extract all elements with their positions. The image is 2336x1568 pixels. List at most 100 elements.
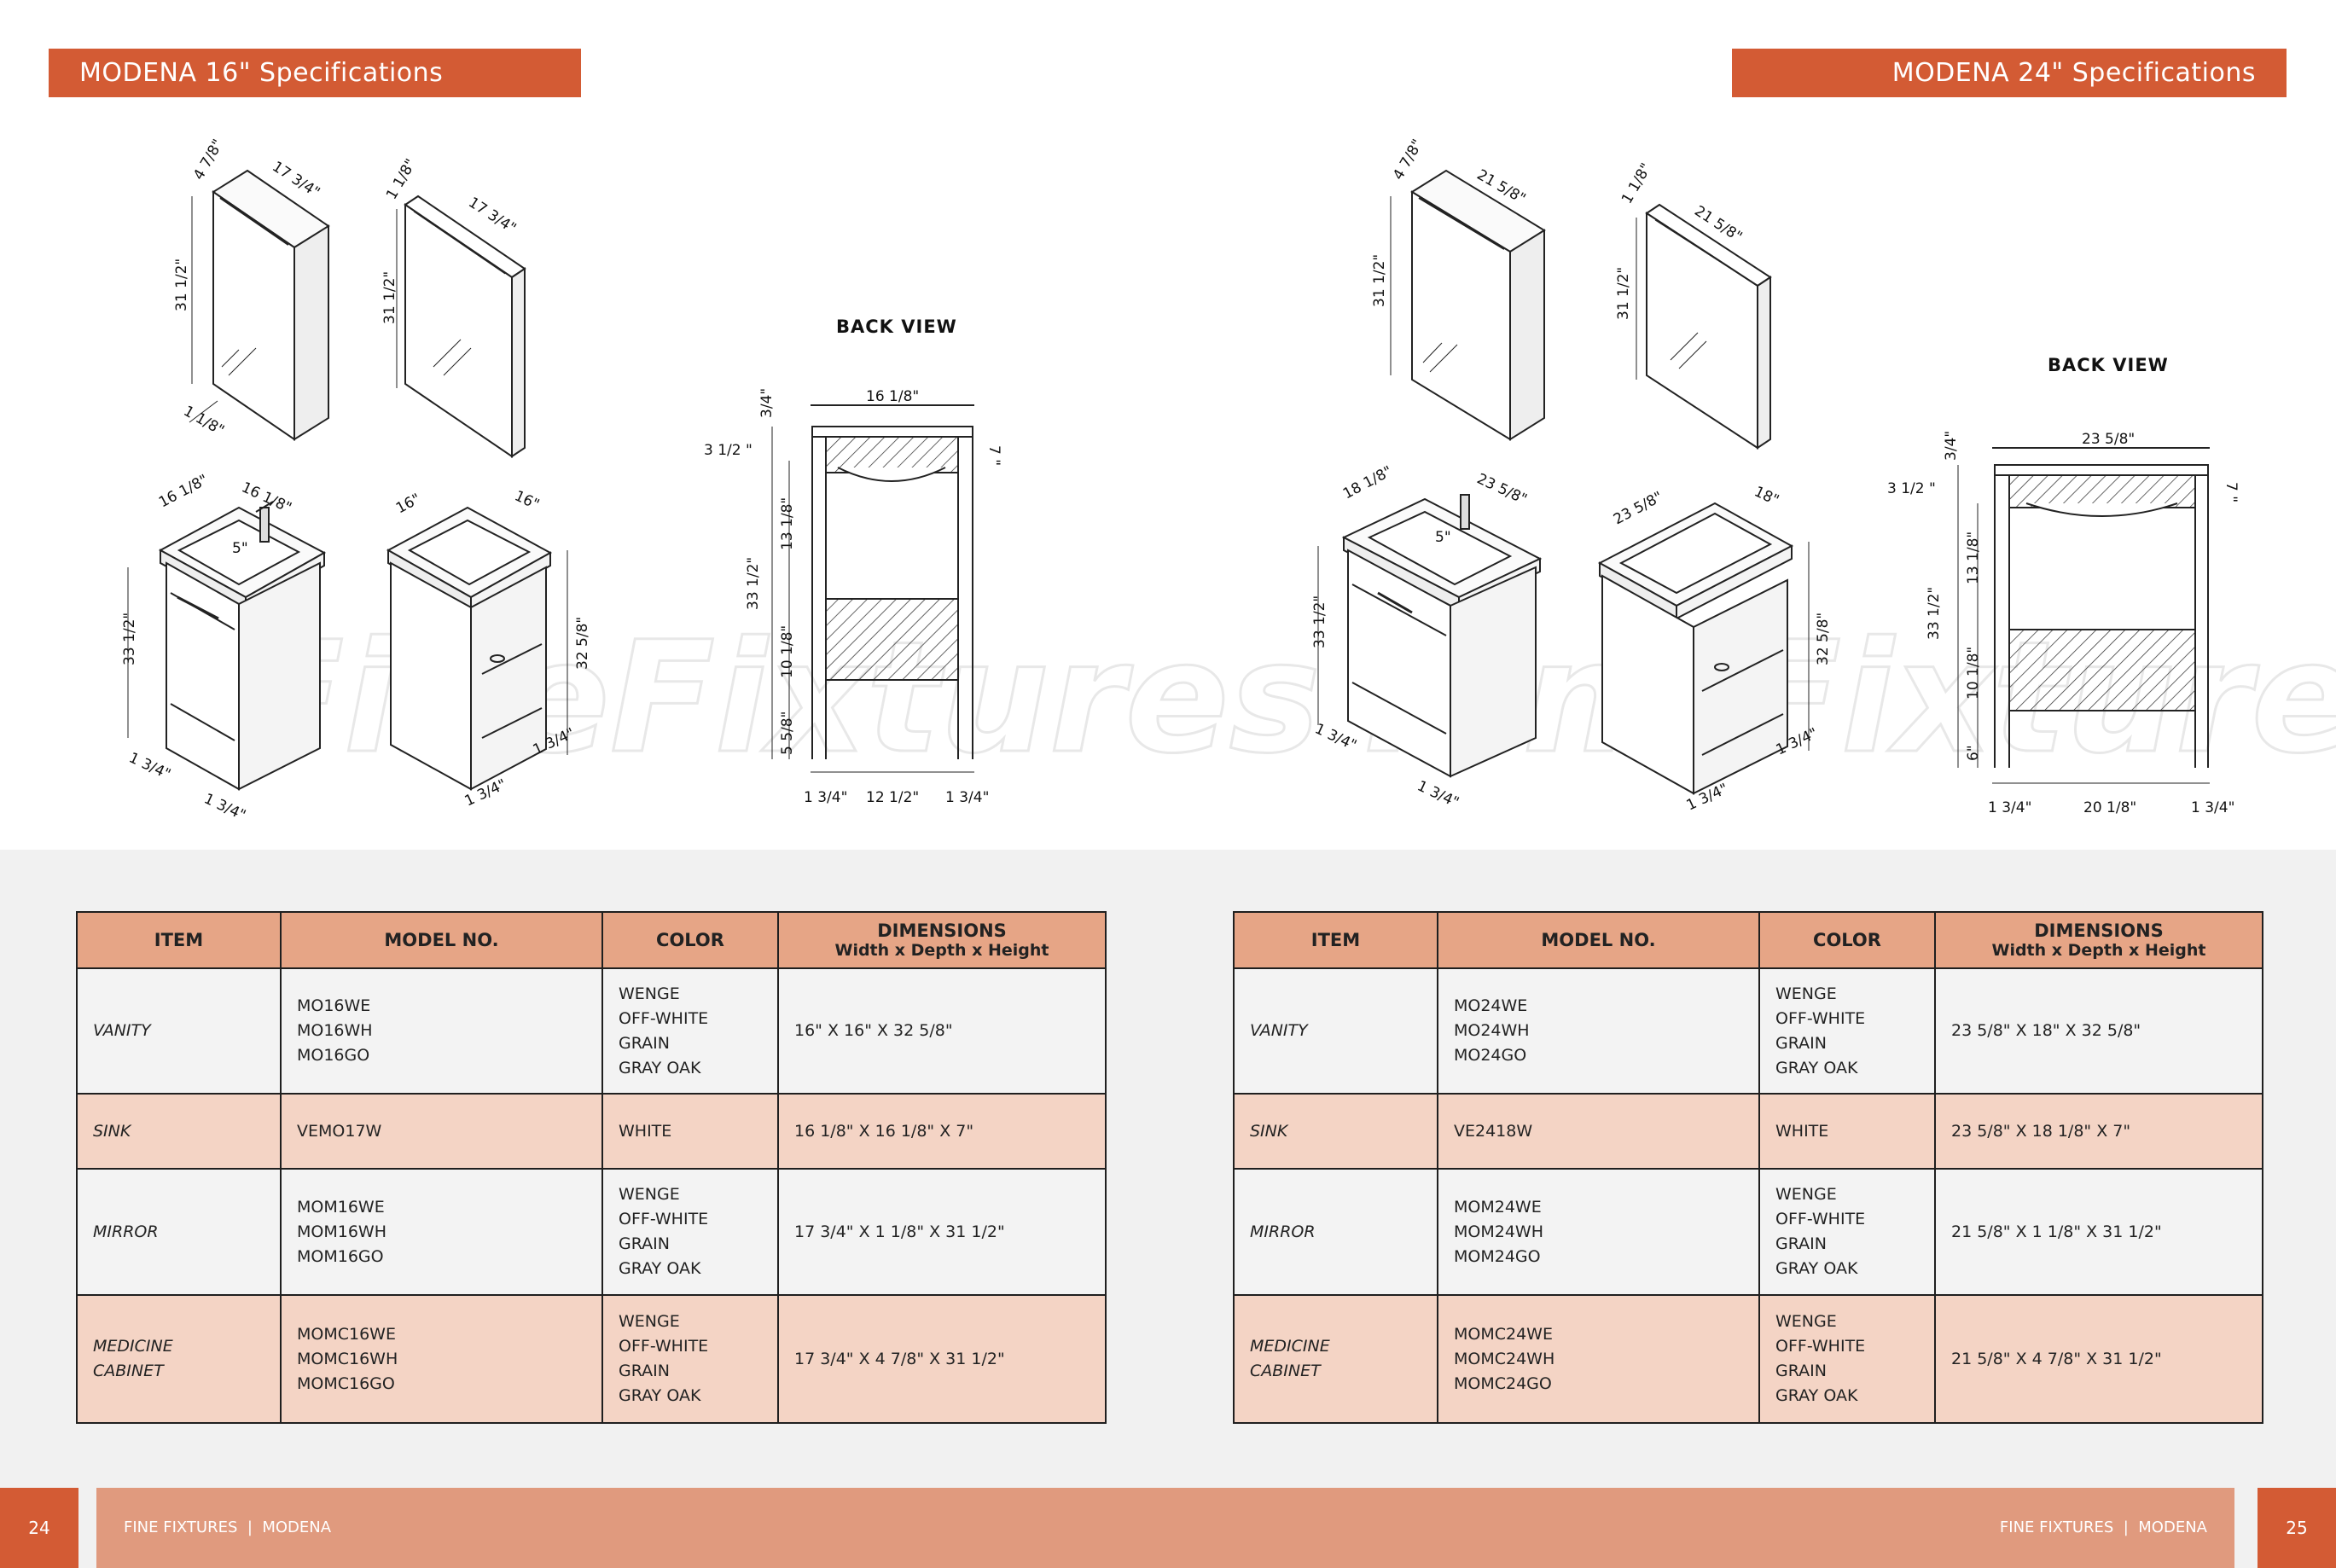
- model-no: MOMC24WE: [1454, 1324, 1553, 1344]
- spec-banner-16: MODENA 16" Specifications: [49, 49, 581, 97]
- model-no: MO16WE: [297, 996, 371, 1015]
- cell-item: VANITY: [76, 967, 282, 1095]
- dim-bv-b1-16: 1 3/4": [804, 789, 847, 806]
- dim-bv-t2-16: 3 1/2 ": [704, 442, 753, 459]
- dim-bv-t1-24: 3/4": [1943, 431, 1960, 461]
- color-value: OFF-WHITE GRAIN: [1775, 1210, 1866, 1253]
- dim-mc-depth-24: 4 7/8": [1390, 136, 1427, 183]
- model-no: MOM16WE: [297, 1197, 385, 1217]
- dim-van-foot2-16: 1 3/4": [201, 790, 248, 824]
- color-value: GRAY OAK: [1775, 1386, 1858, 1405]
- header-color: COLOR: [1758, 911, 1936, 969]
- drawings-svg: FineFixtures FineFixtures 4 7/8" 17 3/4"…: [121, 136, 2336, 824]
- dim-bv-s3-16: 5 5/8": [779, 711, 796, 755]
- dim-van-foot1-16: 1 3/4": [126, 749, 173, 783]
- cell-dimensions: 17 3/4" X 4 7/8" X 31 1/2": [777, 1294, 1107, 1424]
- model-no: MO24WH: [1454, 1021, 1530, 1040]
- dim-mir-width-16: 17 3/4": [465, 194, 519, 237]
- page-number-left: 24: [0, 1488, 78, 1568]
- page-number-right: 25: [2258, 1488, 2336, 1568]
- footer-collection-text: MODENA: [262, 1519, 332, 1536]
- cell-dimensions: 17 3/4" X 1 1/8" X 31 1/2": [777, 1168, 1107, 1296]
- dim-mc-bottom-16: 1 1/8": [181, 403, 228, 439]
- dim-bv-b3-24: 1 3/4": [2191, 799, 2234, 816]
- mirror-24-drawing: [1636, 203, 1772, 450]
- header-model: MODEL NO.: [1437, 911, 1760, 969]
- dim-van-height-16: 33 1/2": [121, 613, 138, 665]
- dim-van-w2-24: 23 5/8": [1474, 470, 1530, 508]
- item-label: CABINET: [1250, 1362, 1321, 1380]
- color-value: GRAY OAK: [1775, 1058, 1858, 1077]
- cell-dimensions: 16" X 16" X 32 5/8": [777, 967, 1107, 1095]
- header-dimensions-title: DIMENSIONS: [2034, 920, 2164, 941]
- dim-van-w1-24: 18 1/8": [1340, 463, 1395, 503]
- dim-bv-s2-24: 10 1/8": [1965, 647, 1982, 700]
- color-value: OFF-WHITE GRAIN: [1775, 1008, 1866, 1053]
- color-value: GRAY OAK: [619, 1058, 701, 1077]
- dim-bv-b2-24: 20 1/8": [2083, 799, 2136, 816]
- item-label: VANITY: [93, 1021, 151, 1040]
- cell-colors: WENGE OFF-WHITE GRAIN GRAY OAK: [1758, 967, 1936, 1095]
- item-label: MEDICINE: [93, 1337, 173, 1356]
- color-value: GRAY OAK: [1775, 1259, 1858, 1278]
- table-row: MEDICINE CABINET MOMC24WE MOMC24WH MOMC24GO…: [1233, 1294, 2263, 1424]
- cell-item: VANITY: [1233, 967, 1438, 1095]
- vanity-24-side-drawing: [1597, 502, 1810, 795]
- dim-mir-depth-24: 1 1/8": [1618, 160, 1655, 207]
- dim-van2-w2-24: 18": [1752, 483, 1781, 509]
- cell-item: SINK: [1233, 1093, 1438, 1170]
- item-label: MEDICINE: [1250, 1337, 1330, 1356]
- spec-banner-24: MODENA 24" Specifications: [1732, 49, 2287, 97]
- medicine-cabinet-16-drawing: [189, 169, 330, 441]
- footer-brand-text: FINE FIXTURES: [1999, 1519, 2114, 1536]
- footer-bar: FINE FIXTURES | MODENA FINE FIXTURES | M…: [96, 1488, 2234, 1568]
- item-label: MIRROR: [1250, 1222, 1316, 1241]
- dim-bv-s2-16: 10 1/8": [779, 625, 796, 678]
- cell-dimensions: 16 1/8" X 16 1/8" X 7": [777, 1093, 1107, 1170]
- technical-drawings: FineFixtures FineFixtures 4 7/8" 17 3/4"…: [0, 119, 2336, 845]
- model-no: MOMC24GO: [1454, 1373, 1552, 1393]
- color-value: WENGE: [619, 1312, 680, 1331]
- dim-bv-b2-16: 12 1/2": [866, 789, 919, 806]
- dim-bv-s3-24: 6": [1965, 745, 1982, 761]
- item-label: MIRROR: [93, 1222, 159, 1241]
- color-value: OFF-WHITE GRAIN: [619, 1210, 709, 1253]
- color-value: OFF-WHITE GRAIN: [619, 1008, 709, 1053]
- header-dimensions-sub: Width x Depth x Height: [1991, 941, 2206, 960]
- dim-van2-height-16: 32 5/8": [574, 617, 591, 670]
- cell-item: SINK: [76, 1093, 282, 1170]
- dim-van-faucet-16: 5": [232, 540, 248, 557]
- dim-bv-s1-16: 13 1/8": [779, 497, 796, 550]
- dim-van2-w1-24: 23 5/8": [1611, 489, 1665, 529]
- dim-van2-height-24: 32 5/8": [1815, 613, 1832, 665]
- model-no: MOMC16WE: [297, 1324, 396, 1344]
- cell-colors: WHITE: [1758, 1093, 1936, 1170]
- color-value: WHITE: [619, 1121, 672, 1141]
- dim-van-faucet-24: 5": [1435, 529, 1451, 546]
- cell-item: MIRROR: [1233, 1168, 1438, 1296]
- back-view-title-24: BACK VIEW: [2048, 355, 2169, 375]
- color-value: WENGE: [619, 1185, 680, 1204]
- drawing-area-background: [0, 0, 2336, 850]
- model-no: MOM24GO: [1454, 1246, 1541, 1266]
- color-value: GRAY OAK: [619, 1386, 701, 1405]
- model-no: MOMC24WH: [1454, 1349, 1555, 1368]
- color-value: WENGE: [1775, 984, 1837, 1003]
- item-label: VANITY: [1250, 1021, 1308, 1040]
- model-no: MO16GO: [297, 1046, 370, 1065]
- cell-models: VEMO17W: [280, 1093, 603, 1170]
- dim-mir-depth-16: 1 1/8": [383, 156, 420, 203]
- model-no: MOM24WH: [1454, 1222, 1543, 1241]
- model-no: MO16WH: [297, 1021, 373, 1040]
